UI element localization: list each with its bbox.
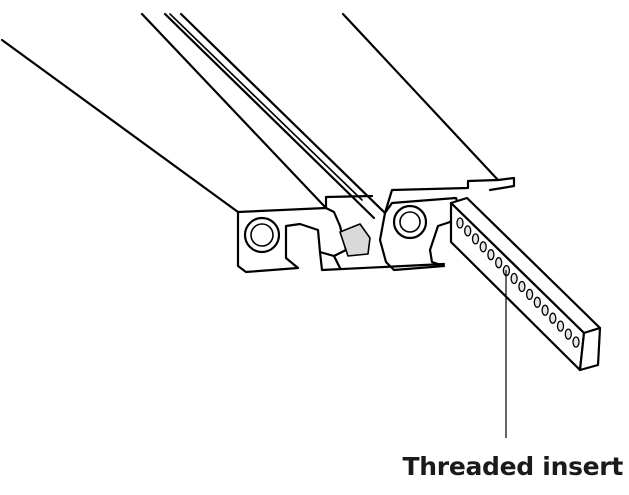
end-profile bbox=[236, 176, 516, 274]
insert-hole bbox=[556, 320, 565, 332]
insert-hole bbox=[518, 280, 526, 293]
insert-hole bbox=[495, 257, 503, 269]
threaded-insert bbox=[449, 196, 602, 372]
insert-hole bbox=[456, 217, 464, 229]
insert-hole bbox=[471, 233, 480, 245]
insert-hole bbox=[525, 288, 534, 301]
insert-hole bbox=[533, 296, 541, 308]
insert-hole bbox=[564, 328, 572, 340]
insert-hole bbox=[464, 225, 472, 237]
insert-holes bbox=[456, 217, 580, 348]
threaded-insert-label: Threaded insert bbox=[402, 452, 624, 481]
insert-hole bbox=[487, 249, 495, 261]
insert-hole bbox=[510, 272, 518, 285]
extrusion-body bbox=[0, 12, 500, 220]
insert-hole bbox=[549, 312, 557, 324]
insert-hole bbox=[541, 304, 549, 316]
insert-hole bbox=[572, 336, 580, 348]
insert-hole bbox=[479, 241, 487, 253]
